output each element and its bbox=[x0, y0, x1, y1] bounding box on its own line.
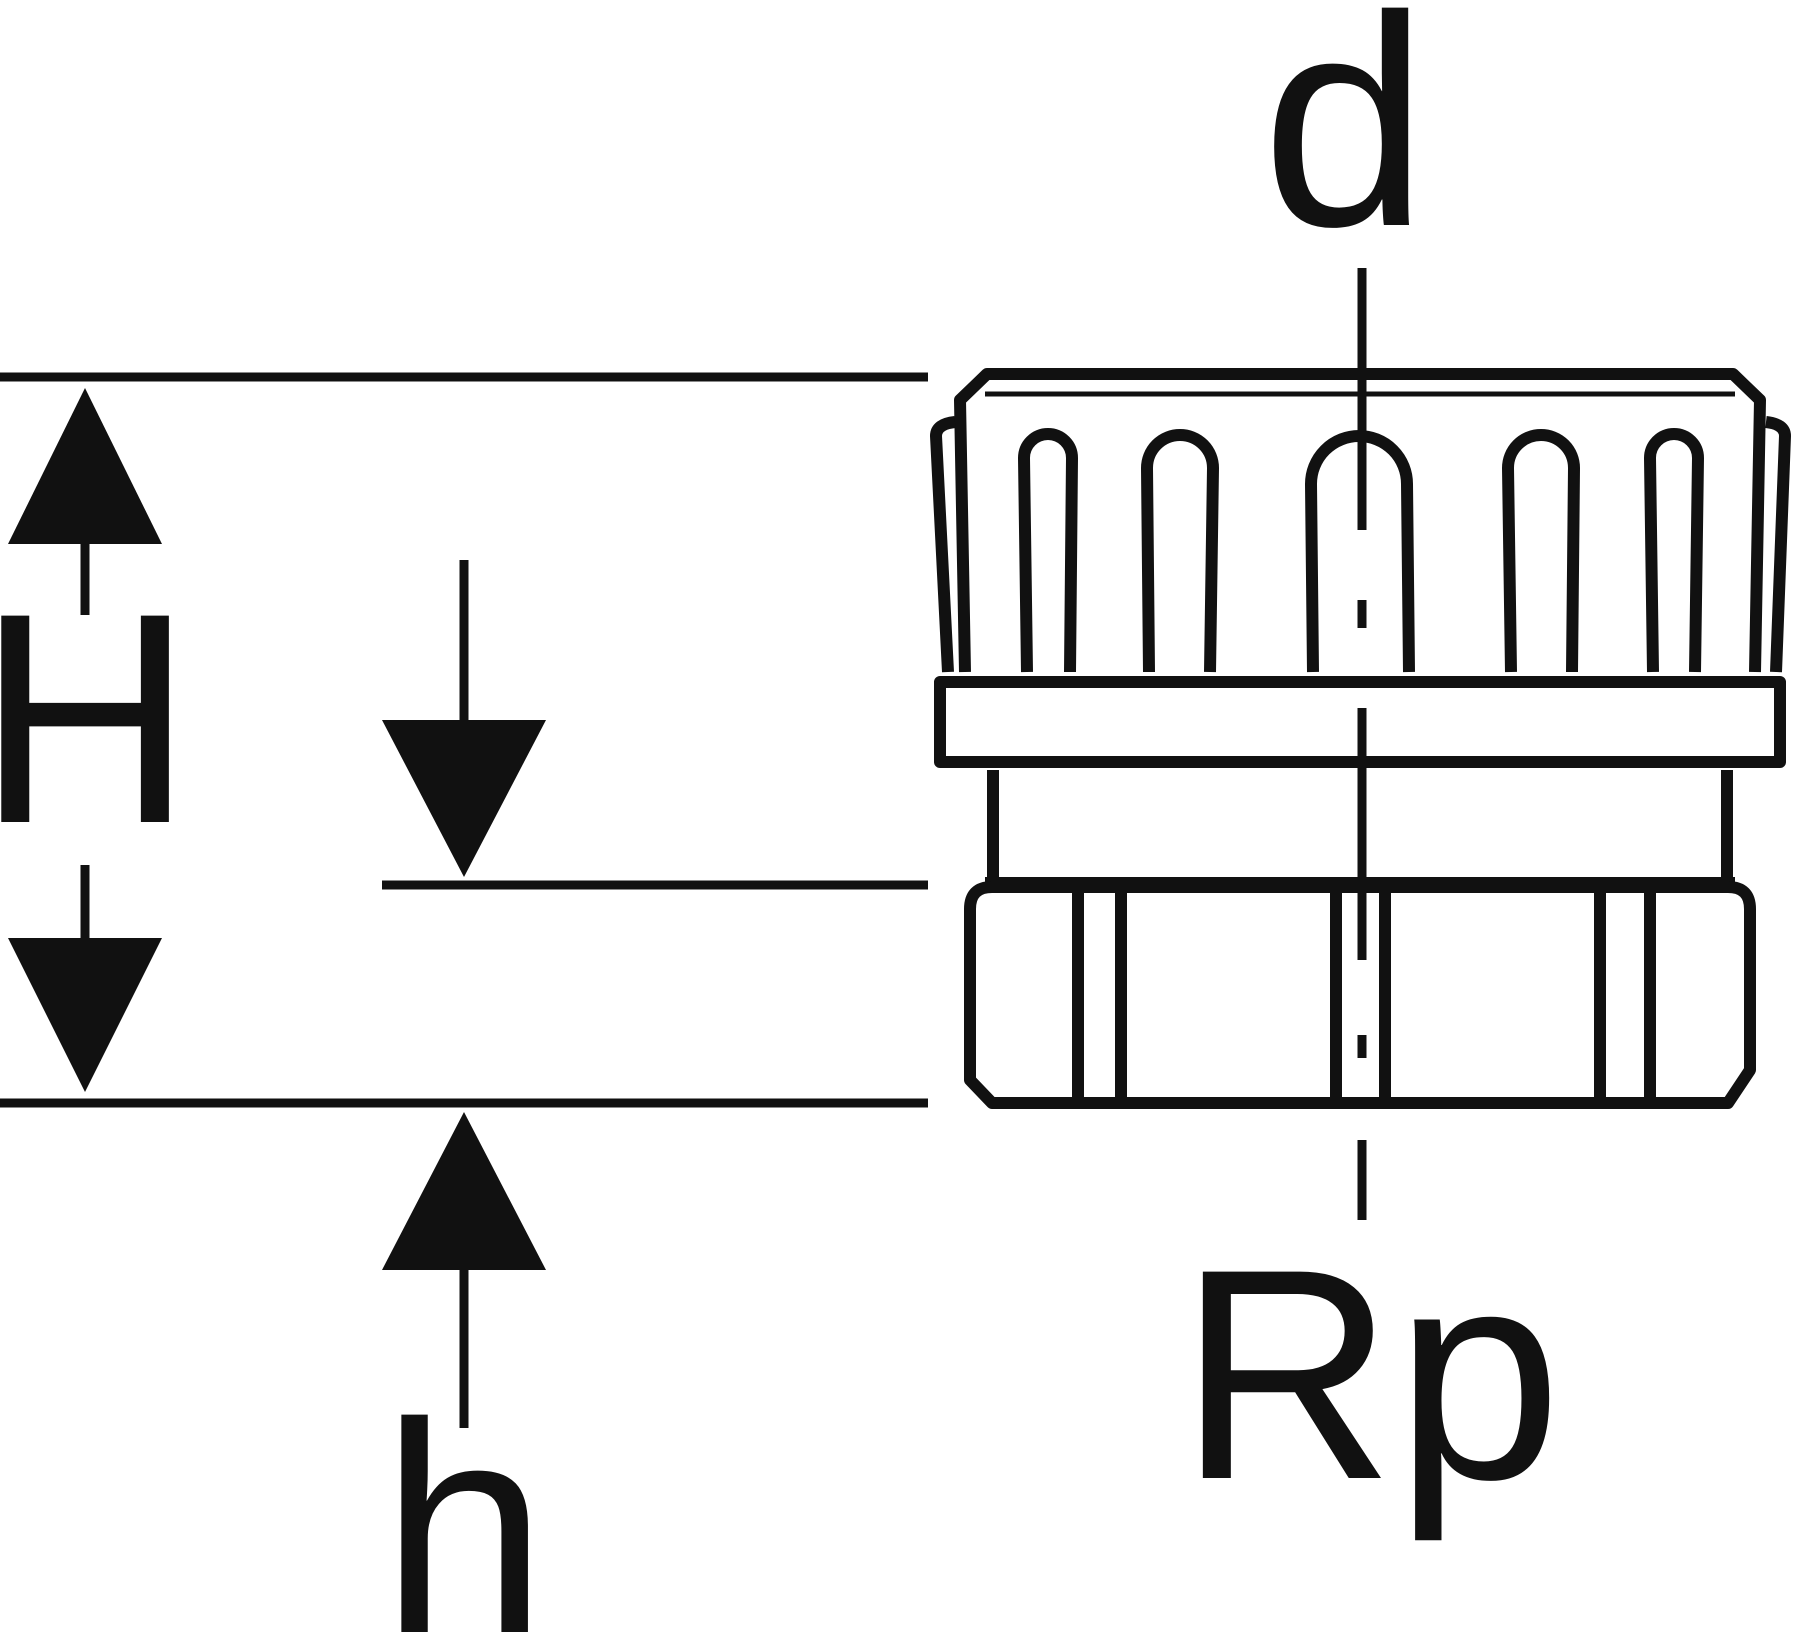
dimension-h-arrow-down bbox=[382, 720, 546, 877]
grip-rib-1 bbox=[1018, 428, 1078, 673]
cap-left-ridge bbox=[930, 416, 956, 673]
grip-rib-2 bbox=[1141, 429, 1219, 673]
label-h: h bbox=[381, 1360, 548, 1644]
dimension-h: h bbox=[381, 560, 548, 1644]
dimension-H: H bbox=[0, 388, 193, 1092]
label-d: d bbox=[1262, 0, 1429, 289]
cap-right-ridge bbox=[1765, 416, 1791, 673]
dimension-H-arrow-up bbox=[8, 388, 162, 544]
reference-lines bbox=[0, 372, 928, 1108]
dimension-H-arrow-down bbox=[8, 938, 162, 1092]
label-H: H bbox=[0, 550, 193, 886]
socket-outline bbox=[964, 881, 1756, 1109]
grip-rib-5 bbox=[1644, 428, 1704, 673]
grip-rib-4 bbox=[1502, 429, 1580, 673]
label-Rp: Rp bbox=[1178, 1206, 1562, 1544]
dimension-h-arrow-up bbox=[382, 1112, 546, 1270]
